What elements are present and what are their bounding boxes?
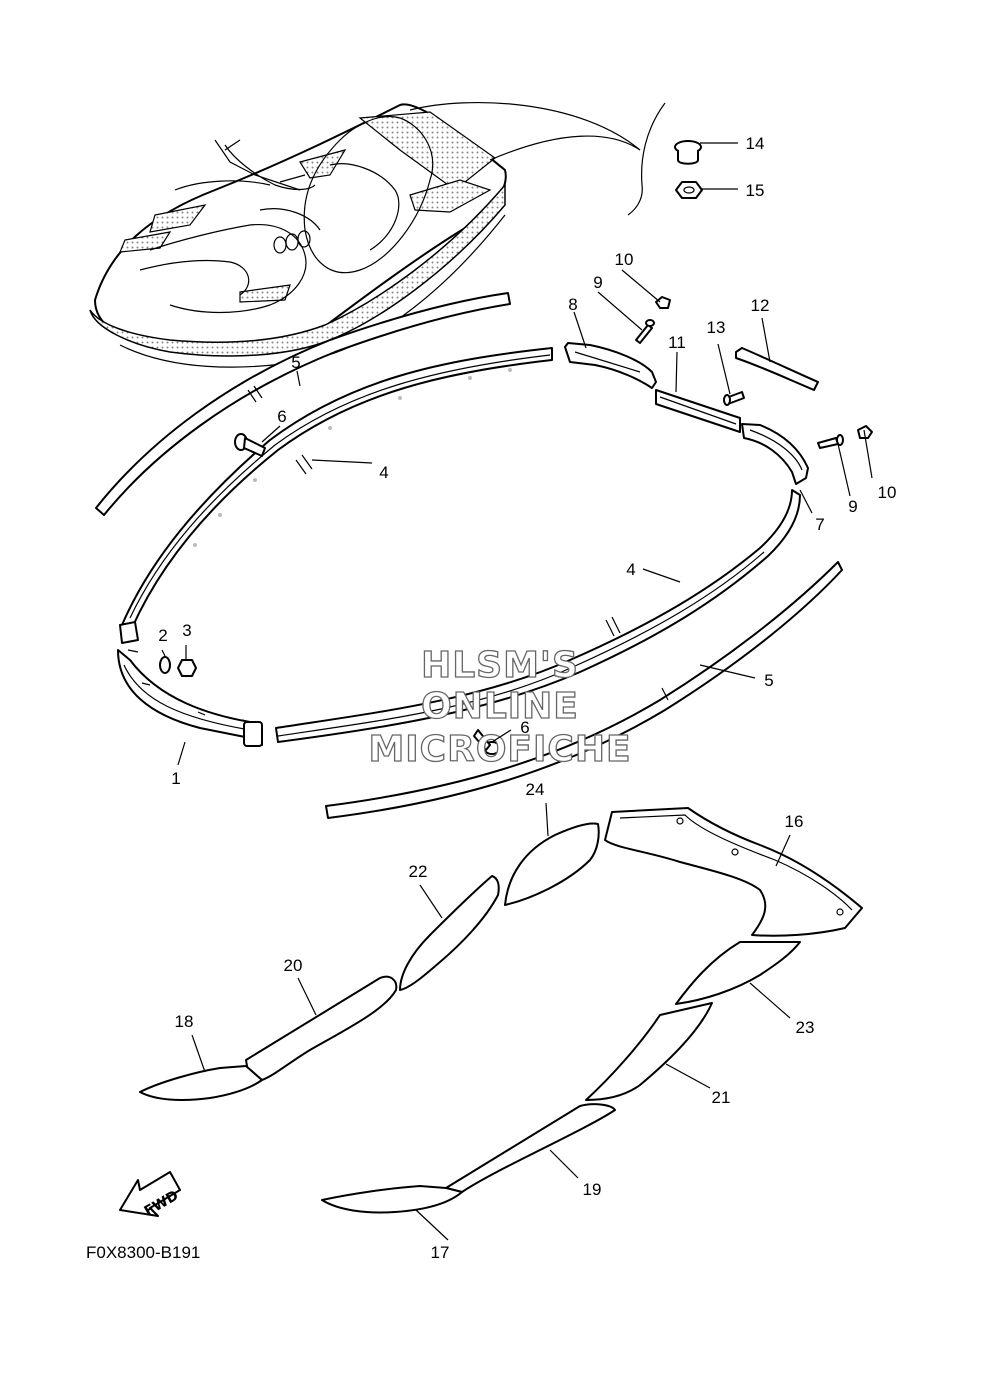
leader-lines bbox=[161, 142, 873, 1241]
mat-20 bbox=[245, 975, 398, 1081]
part-3-nut bbox=[177, 659, 197, 677]
callout-17: 17 bbox=[431, 1243, 450, 1262]
callout-20: 20 bbox=[284, 956, 303, 975]
watermark-line-2: ONLINE bbox=[421, 686, 579, 727]
mat-17 bbox=[321, 1185, 463, 1214]
callout-19: 19 bbox=[583, 1180, 602, 1199]
part-10-screw-upper bbox=[655, 296, 671, 309]
callout-14: 14 bbox=[746, 134, 765, 153]
mat-19 bbox=[445, 1103, 616, 1193]
part-6-screw-lower bbox=[473, 729, 501, 755]
fwd-arrow-icon: FWD bbox=[119, 1171, 181, 1220]
callout-24: 24 bbox=[526, 780, 545, 799]
callout-4-lower: 4 bbox=[626, 560, 635, 579]
part-14-collar bbox=[674, 140, 702, 165]
callout-7: 7 bbox=[815, 515, 824, 534]
callout-8: 8 bbox=[568, 295, 577, 314]
callouts: 1 2 3 4 4 5 5 6 6 7 8 9 9 10 10 11 12 13… bbox=[158, 134, 896, 1262]
callout-5-lower: 5 bbox=[764, 671, 773, 690]
watermark: HLSM'S ONLINE MICROFICHE bbox=[368, 644, 631, 770]
watermark-line-3: MICROFICHE bbox=[368, 729, 631, 770]
mat-24 bbox=[504, 822, 600, 906]
mat-22 bbox=[399, 875, 500, 991]
mat-16 bbox=[604, 807, 863, 937]
callout-2: 2 bbox=[158, 626, 167, 645]
gunwale-strip-upper bbox=[95, 292, 511, 516]
part-9-rivet-upper bbox=[635, 319, 655, 344]
callout-13: 13 bbox=[707, 318, 726, 337]
part-7-corner-right bbox=[741, 423, 809, 485]
callout-6-lower: 6 bbox=[520, 718, 529, 737]
rub-rail-left bbox=[121, 347, 553, 629]
part-6-screw-upper bbox=[234, 433, 266, 457]
callout-6-upper: 6 bbox=[277, 407, 286, 426]
part-13-rivet bbox=[723, 391, 745, 406]
callout-4-upper: 4 bbox=[379, 463, 388, 482]
part-8-corner-left bbox=[564, 342, 657, 389]
watercraft-illustration bbox=[89, 101, 641, 368]
rub-rail-right bbox=[275, 489, 801, 743]
callout-21: 21 bbox=[712, 1088, 731, 1107]
gunwale-strip-lower bbox=[325, 561, 843, 819]
inset-bracket bbox=[627, 102, 703, 216]
part-15-nut bbox=[675, 181, 703, 199]
callout-11: 11 bbox=[668, 333, 686, 352]
watermark-line-1: HLSM'S bbox=[421, 645, 579, 686]
callout-9-upper: 9 bbox=[593, 273, 602, 292]
mat-21 bbox=[585, 1002, 713, 1101]
part-2-washer bbox=[159, 656, 171, 674]
callout-1: 1 bbox=[171, 769, 180, 788]
part-1-screws bbox=[127, 649, 251, 723]
callout-22: 22 bbox=[409, 862, 428, 881]
part-10-screw-lower bbox=[857, 425, 873, 439]
part-12-strip bbox=[735, 347, 819, 391]
callout-3: 3 bbox=[182, 621, 191, 640]
callout-10-upper: 10 bbox=[615, 250, 634, 269]
part-1-front-rail bbox=[117, 621, 263, 747]
diagram-code: F0X8300-B191 bbox=[86, 1243, 200, 1262]
callout-5-upper: 5 bbox=[291, 353, 300, 372]
callout-12: 12 bbox=[751, 296, 770, 315]
callout-9-lower: 9 bbox=[848, 497, 857, 516]
callout-16: 16 bbox=[785, 812, 804, 831]
part-11-rear-rail bbox=[655, 389, 741, 433]
callout-10-lower: 10 bbox=[878, 483, 897, 502]
mat-18 bbox=[139, 1065, 263, 1101]
mat-23 bbox=[675, 941, 801, 1005]
callout-18: 18 bbox=[175, 1012, 194, 1031]
callout-23: 23 bbox=[796, 1018, 815, 1037]
part-9-rivet-lower bbox=[817, 434, 844, 449]
callout-15: 15 bbox=[746, 181, 765, 200]
